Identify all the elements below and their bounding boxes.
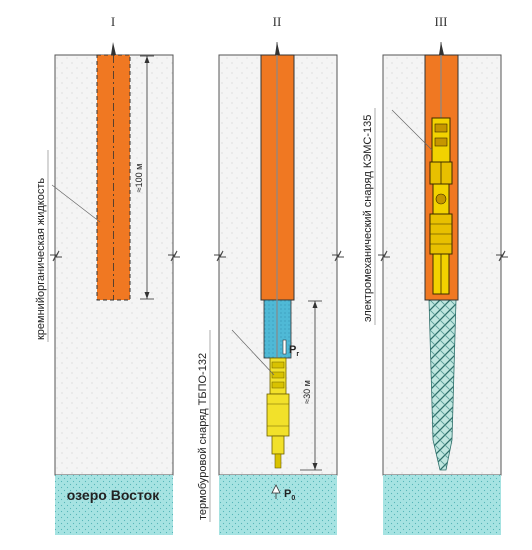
thermal-drill-label: термобуровой снаряд ТБПО-132 xyxy=(197,353,209,520)
thermal-drill xyxy=(266,357,290,469)
panel-numeral-3: III xyxy=(435,14,448,29)
lake-label: озеро Восток xyxy=(67,487,160,503)
pressure-0-label: P0 xyxy=(284,488,295,502)
depth-30-label: ≈30 м xyxy=(302,380,312,404)
electromechanical-drill xyxy=(429,117,453,295)
lake-3 xyxy=(383,475,501,535)
fluid-label: кремнийорганическая жидкость xyxy=(35,178,47,340)
panel-1: ≈100 м кремнийорганическая жидкость озер… xyxy=(35,42,180,535)
pressure-r-label: Pг xyxy=(289,344,299,358)
electromech-drill-label: электромеханический снаряд КЭМС-135 xyxy=(362,115,374,322)
depth-100-label: ≈100 м xyxy=(134,164,144,193)
lake-1 xyxy=(55,475,173,535)
panel-numeral-1: I xyxy=(111,14,115,29)
lake-2 xyxy=(219,475,337,535)
panel-2: Pг ≈30 м термобуровой снаряд ТБПО-132 P0 xyxy=(197,42,344,535)
panel-3: электромеханический снаряд КЭМС-135 xyxy=(362,42,508,535)
panel-numeral-2: II xyxy=(273,14,282,29)
